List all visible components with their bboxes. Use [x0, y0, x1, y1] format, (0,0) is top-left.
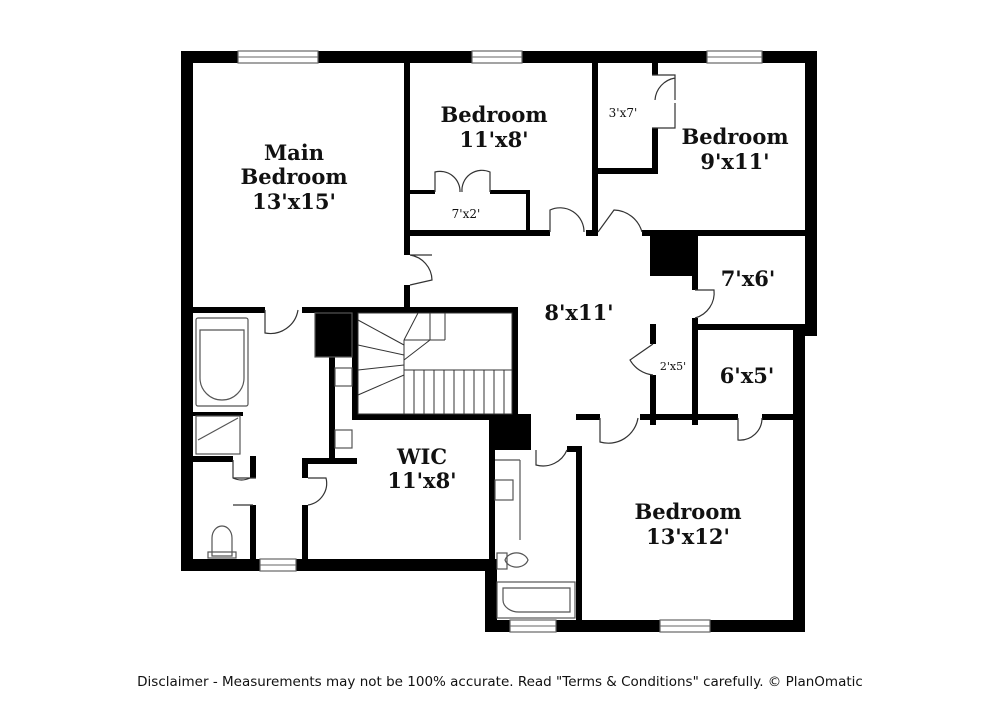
closet-c-size: 2'x5' — [660, 360, 686, 373]
sink — [494, 479, 514, 501]
bedroom-c-size: 13'x12' — [646, 524, 730, 549]
sink — [334, 367, 353, 387]
bedroom-b-size: 9'x11' — [700, 149, 769, 174]
room-labels: Main Bedroom 13'x15' Bedroom 11'x8' Bedr… — [240, 102, 788, 549]
staircase — [357, 312, 513, 415]
outer-walls — [181, 51, 817, 632]
disclaimer-text: Disclaimer - Measurements may not be 100… — [137, 674, 863, 690]
doors — [232, 74, 763, 506]
bedroom-c-label: Bedroom — [634, 499, 741, 524]
sink — [334, 429, 353, 449]
interior-walls — [193, 63, 805, 626]
toilet — [504, 552, 529, 568]
room-6x5-size: 6'x5' — [720, 363, 775, 388]
wic-size: 11'x8' — [387, 468, 456, 493]
fixtures — [195, 312, 576, 619]
main-bedroom-size: 13'x15' — [252, 189, 336, 214]
wic-label: WIC — [396, 444, 447, 469]
bathtub — [195, 317, 249, 407]
bedroom-a-label: Bedroom — [440, 102, 547, 127]
bathtub — [496, 581, 576, 619]
room-7x6-size: 7'x6' — [721, 266, 776, 291]
main-bedroom-label-line1: Main — [264, 140, 324, 165]
toilet — [211, 525, 233, 557]
bedroom-b-label: Bedroom — [681, 124, 788, 149]
closet-b-size: 3'x7' — [609, 106, 638, 120]
hall-size: 8'x11' — [544, 300, 613, 325]
shower — [195, 415, 241, 455]
closet-a-size: 7'x2' — [452, 207, 481, 221]
bedroom-a-size: 11'x8' — [459, 127, 528, 152]
main-bedroom-label-line2: Bedroom — [240, 164, 347, 189]
